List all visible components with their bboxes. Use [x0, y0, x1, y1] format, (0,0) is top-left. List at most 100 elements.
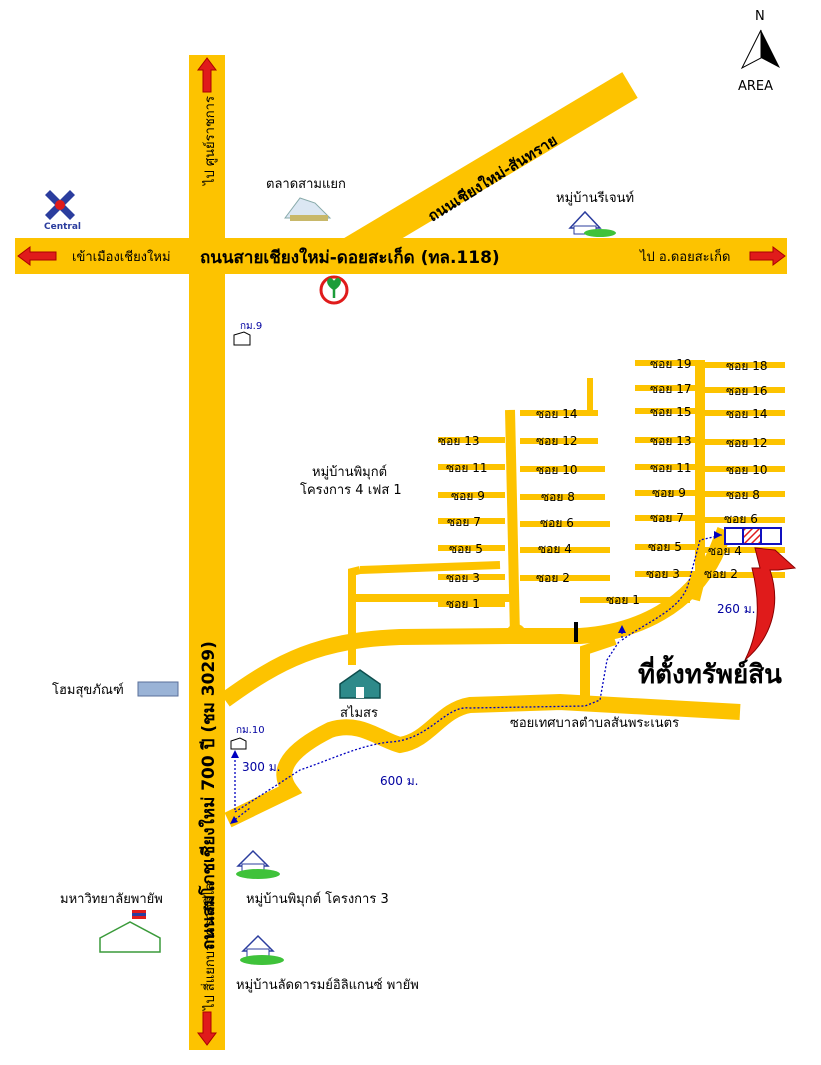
soi-label: ซอย 18 [726, 359, 767, 373]
soi-label: ซอย 6 [540, 516, 574, 530]
bank-logo [319, 275, 349, 305]
regent-village: หมู่บ้านรีเจนท์ [556, 190, 634, 237]
soi-label: ซอย 2 [704, 567, 738, 581]
distance-260: 260 ม. [717, 602, 755, 616]
road-loop [348, 561, 512, 602]
university-building-icon [99, 921, 161, 953]
pimuk4-label: หมู่บ้านพิมุกต์ โครงการ 4 เฟส 1 [300, 464, 402, 498]
property-arrow-icon [744, 547, 797, 661]
property-label: ที่ตั้งทรัพย์สิน [638, 654, 782, 690]
soi-label: ซอย 12 [726, 436, 767, 450]
soi-label: ซอย 7 [447, 515, 481, 529]
arrow-east-icon [749, 246, 786, 266]
road-somphot-label: ถนนสมโภชเชียงใหม่ 700 ปี (ชม 3029) [198, 641, 219, 950]
km9-label: กม.9 [240, 321, 262, 332]
market-label: ตลาดสามแยก [266, 177, 346, 192]
compass: N AREA [738, 9, 780, 94]
pimuk4-line1: หมู่บ้านพิมุกต์ [312, 464, 387, 480]
direction-west-label: เข้าเมืองเชียงใหม่ [72, 249, 171, 265]
home-label: โฮมสุขภัณฑ์ [52, 682, 124, 698]
direction-south-label: ไป สี่แยกบวกครกศิริไล [201, 883, 218, 1011]
distance-300: 300 ม. [242, 760, 280, 774]
km10-post-icon [230, 737, 247, 750]
soi-label: ซอย 17 [650, 382, 691, 396]
soi-label: ซอย 16 [726, 384, 767, 398]
direction-west: เข้าเมืองเชียงใหม่ [17, 246, 171, 266]
ladda-village: หมู่บ้านลัดดารมย์อิลิแกนซ์ พายัพ [236, 934, 419, 993]
route-600 [234, 639, 621, 813]
route-260 [621, 534, 723, 642]
route-lines [231, 534, 723, 823]
regent-label: หมู่บ้านรีเจนท์ [556, 190, 634, 206]
road-gate-marker [574, 622, 578, 642]
road-somphot [189, 55, 225, 1050]
right-soi-lines [580, 360, 785, 603]
central-logo: Central [44, 190, 81, 232]
soi-label: ซอย 5 [648, 540, 682, 554]
route-arrowheads [230, 531, 722, 824]
left-soi-lines [438, 410, 610, 607]
soi-label: ซอย 6 [724, 512, 758, 526]
roundabout [506, 624, 526, 644]
roads [15, 55, 787, 1050]
km10-marker: กม.10 [230, 725, 265, 750]
soi-labels-left-a: ซอย 13 ซอย 11 ซอย 9 ซอย 7 ซอย 5 ซอย 3 ซอ… [438, 434, 487, 611]
direction-north: ไป ศูนย์ราชการ [197, 57, 218, 186]
direction-north-label: ไป ศูนย์ราชการ [202, 96, 218, 186]
pimuk3-label: หมู่บ้านพิมุกต์ โครงการ 3 [246, 891, 389, 907]
soi-label: ซอย 14 [726, 407, 767, 421]
soi-label: ซอย 13 [650, 434, 691, 448]
soi-labels-left-b: ซอย 14 ซอย 12 ซอย 10 ซอย 8 ซอย 6 ซอย 4 ซ… [536, 407, 577, 585]
soi-label: ซอย 10 [726, 463, 767, 477]
compass-area-label: AREA [738, 79, 773, 94]
university-landmark: มหาวิทยาลัยพายัพ [60, 892, 163, 953]
soi-label: ซอย 9 [451, 489, 485, 503]
home-building-icon [137, 681, 179, 697]
soi-label: ซอย 3 [446, 571, 480, 585]
university-label: มหาวิทยาลัยพายัพ [60, 892, 163, 907]
arrow-south-icon [197, 1011, 217, 1046]
soi-label: ซอย 14 [536, 407, 577, 421]
direction-south: ไป สี่แยกบวกครกศิริไล [197, 883, 218, 1046]
soi-labels-right-b: ซอย 18 ซอย 16 ซอย 14 ซอย 12 ซอย 10 ซอย 8… [704, 359, 767, 581]
compass-north-label: N [755, 9, 765, 24]
soi-label: ซอย 12 [536, 434, 577, 448]
direction-east: ไป อ.ดอยสะเก็ด [639, 246, 786, 266]
arrow-north-icon [197, 57, 217, 93]
home-sukapan: โฮมสุขภัณฑ์ [52, 681, 179, 698]
soi-label: ซอย 4 [708, 544, 742, 558]
soi-label: ซอย 2 [536, 571, 570, 585]
soi-label: ซอย 15 [650, 405, 691, 419]
road-connector [580, 635, 617, 705]
soi-label: ซอย 11 [446, 461, 487, 475]
road-village-main [220, 527, 733, 707]
central-label: Central [44, 222, 81, 232]
property-plot-right [760, 527, 782, 545]
soi-label: ซอย 4 [538, 542, 572, 556]
property-marker: ที่ตั้งทรัพย์สิน [638, 527, 797, 690]
samai-landmark: สไมสร [339, 669, 381, 721]
market-landmark: ตลาดสามแยก [266, 177, 346, 221]
soi-label: ซอย 10 [536, 463, 577, 477]
soi-label: ซอย 7 [650, 511, 684, 525]
soi-label: ซอย 5 [449, 542, 483, 556]
soi-tessaban-label: ซอยเทศบาลตำบลสันพระเนตร [510, 716, 679, 731]
road-right-spine [690, 360, 705, 602]
soi-label: ซอย 1 [446, 597, 480, 611]
road-diagonal [337, 72, 638, 268]
direction-east-label: ไป อ.ดอยสะเก็ด [639, 247, 730, 265]
km10-label: กม.10 [236, 725, 265, 736]
village-roads [220, 360, 741, 828]
soi-label: ซอย 13 [438, 434, 479, 448]
km9-marker: กม.9 [233, 321, 262, 346]
soi-label: ซอย 1 [606, 593, 640, 607]
pimuk3-village: หมู่บ้านพิมุกต์ โครงการ 3 [236, 849, 389, 907]
soi-label: ซอย 8 [541, 490, 575, 504]
soi-label: ซอย 9 [652, 486, 686, 500]
pimuk4-line2: โครงการ 4 เฟส 1 [300, 482, 402, 498]
north-arrow-icon [740, 29, 762, 70]
soi-label: ซอย 3 [646, 567, 680, 581]
ladda-label: หมู่บ้านลัดดารมย์อิลิแกนซ์ พายัพ [236, 977, 419, 993]
arrow-west-icon [17, 246, 57, 266]
km9-post-icon [233, 331, 251, 346]
